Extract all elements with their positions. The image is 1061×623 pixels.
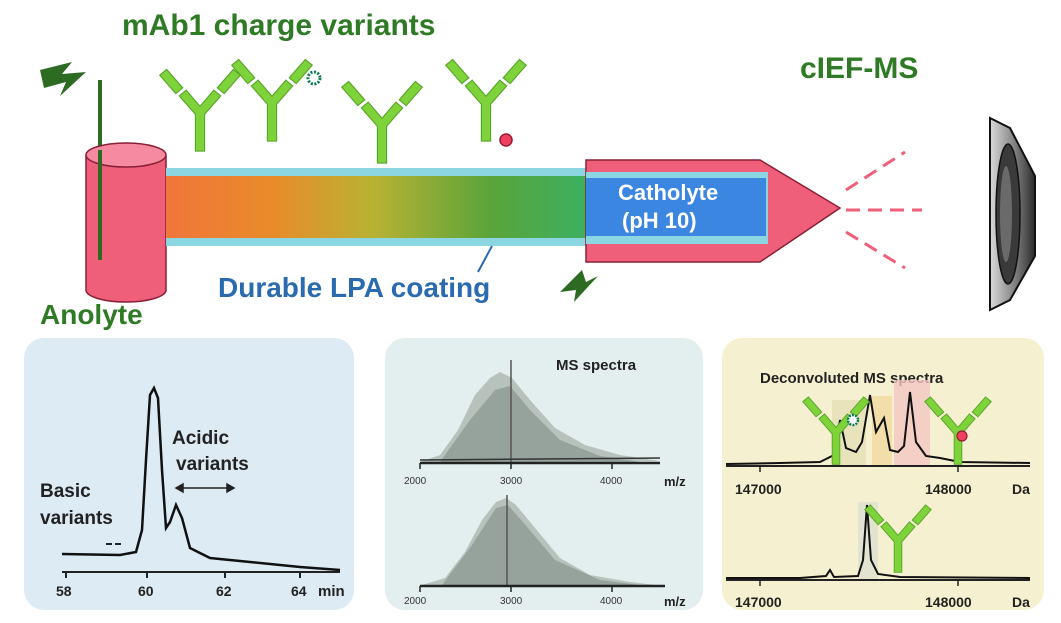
variant-highlight-band [872,396,892,466]
antibody-icon [231,58,313,142]
ms-spectrum-top [419,360,661,469]
lightning-bolt-icon [40,62,86,96]
anolyte-reservoir [85,142,167,303]
ms-bottom-tick-3000: 3000 [500,596,523,607]
coating-label: Durable LPA coating [218,272,490,303]
anolyte-label: Anolyte [40,299,143,330]
electropherogram-panel [24,338,354,610]
acidic-label-2: variants [176,454,249,475]
deconv-bottom-unit: Da [1012,594,1030,610]
modification-dot-icon [499,133,513,147]
basic-label: Basic [40,481,91,502]
x-unit-min: min [318,583,345,600]
ms-top-tick-4000: 4000 [600,476,623,487]
ms-top-unit: m/z [664,474,686,489]
x-tick-62: 62 [216,583,232,599]
deconv-top-tick-147000: 147000 [735,481,782,497]
ms-bottom-tick-4000: 4000 [600,596,623,607]
deconv-bottom-tick-147000: 147000 [735,594,782,610]
deconv-top-tick-148000: 148000 [925,481,972,497]
antibody-icon [445,58,527,142]
ms-top-tick-2000: 2000 [404,476,427,487]
catholyte-label: Catholyte [618,180,718,205]
antibody-icon [341,80,423,164]
electropherogram-trace [61,385,341,578]
coating-pointer [477,245,493,273]
deconv-top-unit: Da [1012,481,1030,497]
acidic-range-arrow [174,482,236,494]
lightning-bolt-icon [560,270,598,302]
deconvoluted-trace-bottom [726,504,1031,586]
ms-bottom-tick-2000: 2000 [404,596,427,607]
ms-spectra-panel [385,338,703,610]
acidic-label: Acidic [172,428,229,449]
deconvoluted-panel [722,338,1044,610]
modification-star-icon [306,70,322,86]
ms-top-tick-3000: 3000 [500,476,523,487]
modification-dot-icon [956,430,968,442]
modification-star-icon [846,413,860,427]
catholyte-sheath [585,159,842,263]
electrospray [845,150,922,270]
x-tick-60: 60 [138,583,154,599]
method-label: cIEF-MS [800,52,918,85]
x-tick-58: 58 [56,583,72,599]
title: mAb1 charge variants [122,9,435,42]
ms-bottom-unit: m/z [664,594,686,609]
antibody-icon [159,68,241,152]
catholyte-ph-label: (pH 10) [622,208,697,233]
ms-detector-icon [989,116,1036,312]
ms-spectra-title: MS spectra [556,357,637,374]
deconv-bottom-tick-148000: 148000 [925,594,972,610]
x-tick-64: 64 [291,583,307,599]
ms-spectrum-bottom [419,495,665,592]
basic-label-2: variants [40,508,113,529]
